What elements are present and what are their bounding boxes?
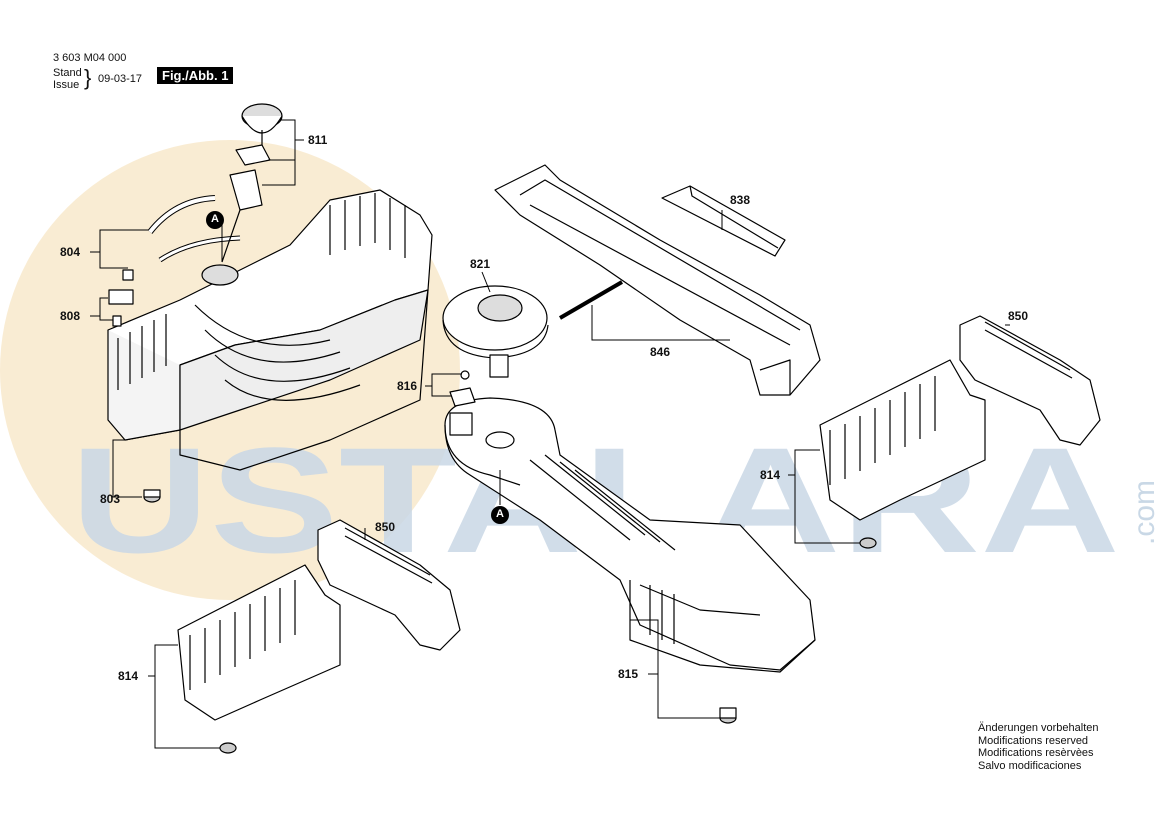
note-es: Salvo modificaciones: [978, 759, 1082, 772]
issue-date: 09-03-17: [98, 73, 143, 85]
stand-label: Stand: [53, 67, 82, 79]
note-fr: Modifications resèrvèes: [978, 747, 1094, 759]
turntable-arm: [442, 280, 816, 724]
part-label-850-left: 850: [375, 520, 396, 534]
marker-a-bottom-circle: [491, 506, 509, 524]
part-label-850-right: 850: [1008, 309, 1029, 323]
note-de: Änderungen vorbehalten: [978, 722, 1099, 734]
brace-symbol: }: [84, 65, 92, 90]
part-label-804: 804: [60, 245, 81, 259]
part-label-811: 811: [308, 133, 328, 147]
right-support-set: [819, 315, 1101, 549]
extension-rail: [494, 164, 821, 396]
part-label-816: 816: [397, 379, 418, 393]
part-label-814-left: 814: [118, 669, 139, 683]
part-label-846: 846: [650, 345, 671, 359]
marker-a-top: A: [211, 213, 219, 225]
marker-a-bottom: A: [496, 508, 504, 520]
part-label-821: 821: [470, 257, 491, 271]
part-label-808: 808: [60, 309, 81, 323]
part-label-838: 838: [730, 193, 751, 207]
part-label-814-right: 814: [760, 468, 781, 482]
modification-notes: Änderungen vorbehalten Modifications res…: [978, 722, 1098, 772]
doc-number: 3 603 M04 000: [53, 52, 127, 64]
knob-811-group: [221, 103, 283, 263]
issue-label: Issue: [53, 79, 80, 91]
left-support-set: [177, 519, 461, 754]
figure-badge: Fig./Abb. 1: [157, 67, 234, 84]
left-base-assembly: [107, 189, 433, 503]
part-label-815: 815: [618, 667, 639, 681]
part-label-803: 803: [100, 492, 121, 506]
leader-lines: [90, 119, 1010, 749]
watermark-suffix: .com: [1128, 479, 1161, 545]
marker-a-top-circle: [206, 211, 224, 229]
note-en: Modifications reserved: [978, 734, 1089, 747]
